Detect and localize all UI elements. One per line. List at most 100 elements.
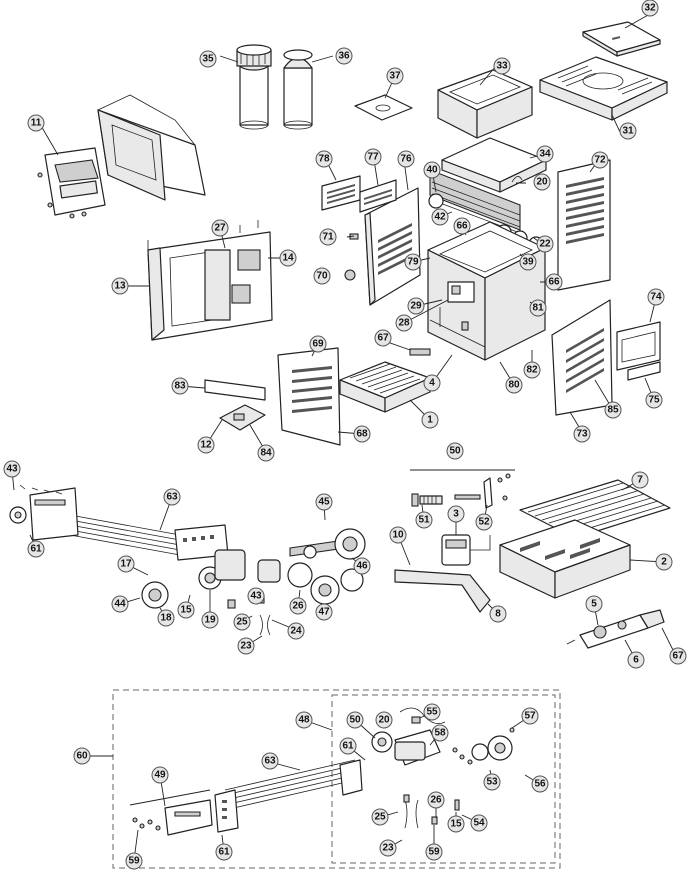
svg-text:52: 52 bbox=[478, 517, 490, 528]
svg-text:68: 68 bbox=[356, 429, 368, 440]
callout-70: 70 bbox=[313, 267, 331, 285]
svg-text:49: 49 bbox=[154, 770, 166, 781]
svg-text:32: 32 bbox=[644, 3, 656, 14]
callout-8: 8 bbox=[489, 605, 507, 623]
callout-7: 7 bbox=[631, 471, 649, 489]
callout-81: 81 bbox=[529, 299, 547, 317]
svg-text:77: 77 bbox=[367, 152, 379, 163]
svg-text:39: 39 bbox=[522, 257, 534, 268]
svg-text:66: 66 bbox=[456, 221, 468, 232]
svg-text:83: 83 bbox=[174, 381, 186, 392]
callout-52: 52 bbox=[475, 513, 493, 531]
svg-text:48: 48 bbox=[298, 715, 310, 726]
svg-text:44: 44 bbox=[114, 599, 126, 610]
svg-text:69: 69 bbox=[312, 339, 324, 350]
svg-text:84: 84 bbox=[260, 448, 272, 459]
callout-67-top: 67 bbox=[374, 329, 392, 347]
callout-19: 19 bbox=[201, 611, 219, 629]
panel-75 bbox=[627, 361, 661, 381]
burner-tray-2 bbox=[499, 519, 631, 599]
callout-68: 68 bbox=[353, 425, 371, 443]
svg-text:14: 14 bbox=[282, 253, 294, 264]
svg-text:35: 35 bbox=[202, 54, 214, 65]
callout-33: 33 bbox=[493, 57, 511, 75]
callout-20-bottom: 20 bbox=[375, 711, 393, 729]
gasket-37 bbox=[354, 94, 413, 121]
svg-text:79: 79 bbox=[407, 257, 419, 268]
combustion-chamber bbox=[427, 221, 546, 361]
callout-44: 44 bbox=[111, 595, 129, 613]
callout-53: 53 bbox=[483, 773, 501, 791]
callout-36: 36 bbox=[335, 47, 353, 65]
svg-text:81: 81 bbox=[532, 303, 544, 314]
svg-text:67: 67 bbox=[672, 651, 684, 662]
svg-text:45: 45 bbox=[318, 497, 330, 508]
svg-text:40: 40 bbox=[426, 165, 438, 176]
callout-13: 13 bbox=[111, 277, 129, 295]
svg-text:34: 34 bbox=[539, 149, 551, 160]
svg-text:11: 11 bbox=[31, 118, 42, 129]
callout-49: 49 bbox=[151, 766, 169, 784]
callout-77: 77 bbox=[364, 148, 382, 166]
panel-74 bbox=[616, 321, 661, 371]
svg-text:51: 51 bbox=[418, 515, 430, 526]
callout-15-bottom: 15 bbox=[447, 815, 465, 833]
gas-valve-3 bbox=[441, 534, 491, 566]
callout-59-right: 59 bbox=[425, 843, 443, 861]
callout-74: 74 bbox=[647, 288, 665, 306]
svg-text:74: 74 bbox=[650, 292, 662, 303]
svg-text:5: 5 bbox=[591, 599, 597, 610]
svg-text:3: 3 bbox=[453, 509, 459, 520]
callout-35: 35 bbox=[199, 50, 217, 68]
svg-text:26: 26 bbox=[292, 601, 304, 612]
callout-4: 4 bbox=[423, 374, 441, 392]
svg-text:54: 54 bbox=[473, 818, 485, 829]
kit-60-boundary bbox=[112, 689, 561, 869]
kit-48-boundary bbox=[331, 694, 556, 864]
svg-text:13: 13 bbox=[114, 281, 126, 292]
control-box-13 bbox=[147, 220, 273, 341]
callout-20-top: 20 bbox=[533, 173, 551, 191]
panel-77 bbox=[359, 179, 397, 213]
callout-42: 42 bbox=[431, 208, 449, 226]
callout-84: 84 bbox=[257, 444, 275, 462]
gas-pipe-8-10 bbox=[394, 569, 491, 613]
callout-34: 34 bbox=[536, 145, 554, 163]
callout-3: 3 bbox=[447, 505, 465, 523]
callout-28: 28 bbox=[395, 314, 413, 332]
svg-text:26: 26 bbox=[430, 795, 442, 806]
callout-67-right: 67 bbox=[669, 647, 687, 665]
callout-76: 76 bbox=[397, 150, 415, 168]
svg-text:19: 19 bbox=[204, 615, 216, 626]
svg-text:63: 63 bbox=[264, 756, 276, 767]
callout-10: 10 bbox=[389, 526, 407, 544]
svg-text:17: 17 bbox=[120, 559, 132, 570]
callout-18: 18 bbox=[157, 609, 175, 627]
pilot-assembly-50 bbox=[410, 469, 515, 509]
panel-78 bbox=[321, 175, 361, 211]
callout-2: 2 bbox=[655, 553, 673, 571]
svg-text:8: 8 bbox=[495, 609, 501, 620]
svg-text:31: 31 bbox=[622, 126, 634, 137]
svg-text:15: 15 bbox=[450, 819, 462, 830]
svg-text:12: 12 bbox=[200, 440, 212, 451]
svg-text:20: 20 bbox=[536, 177, 548, 188]
callout-46: 46 bbox=[353, 557, 371, 575]
callout-45: 45 bbox=[315, 493, 333, 511]
svg-text:55: 55 bbox=[426, 707, 438, 718]
callout-83: 83 bbox=[171, 377, 189, 395]
panel-83 bbox=[204, 379, 266, 401]
callout-79: 79 bbox=[404, 253, 422, 271]
svg-text:22: 22 bbox=[539, 239, 551, 250]
svg-text:63: 63 bbox=[166, 492, 178, 503]
control-bezel-11 bbox=[37, 147, 106, 219]
callout-23-bottom: 23 bbox=[379, 839, 397, 857]
callout-1: 1 bbox=[421, 411, 439, 429]
svg-text:50: 50 bbox=[349, 715, 361, 726]
svg-text:61: 61 bbox=[30, 544, 42, 555]
callout-43-left: 43 bbox=[3, 460, 21, 478]
part-70 bbox=[344, 269, 356, 281]
callout-60: 60 bbox=[73, 747, 91, 765]
